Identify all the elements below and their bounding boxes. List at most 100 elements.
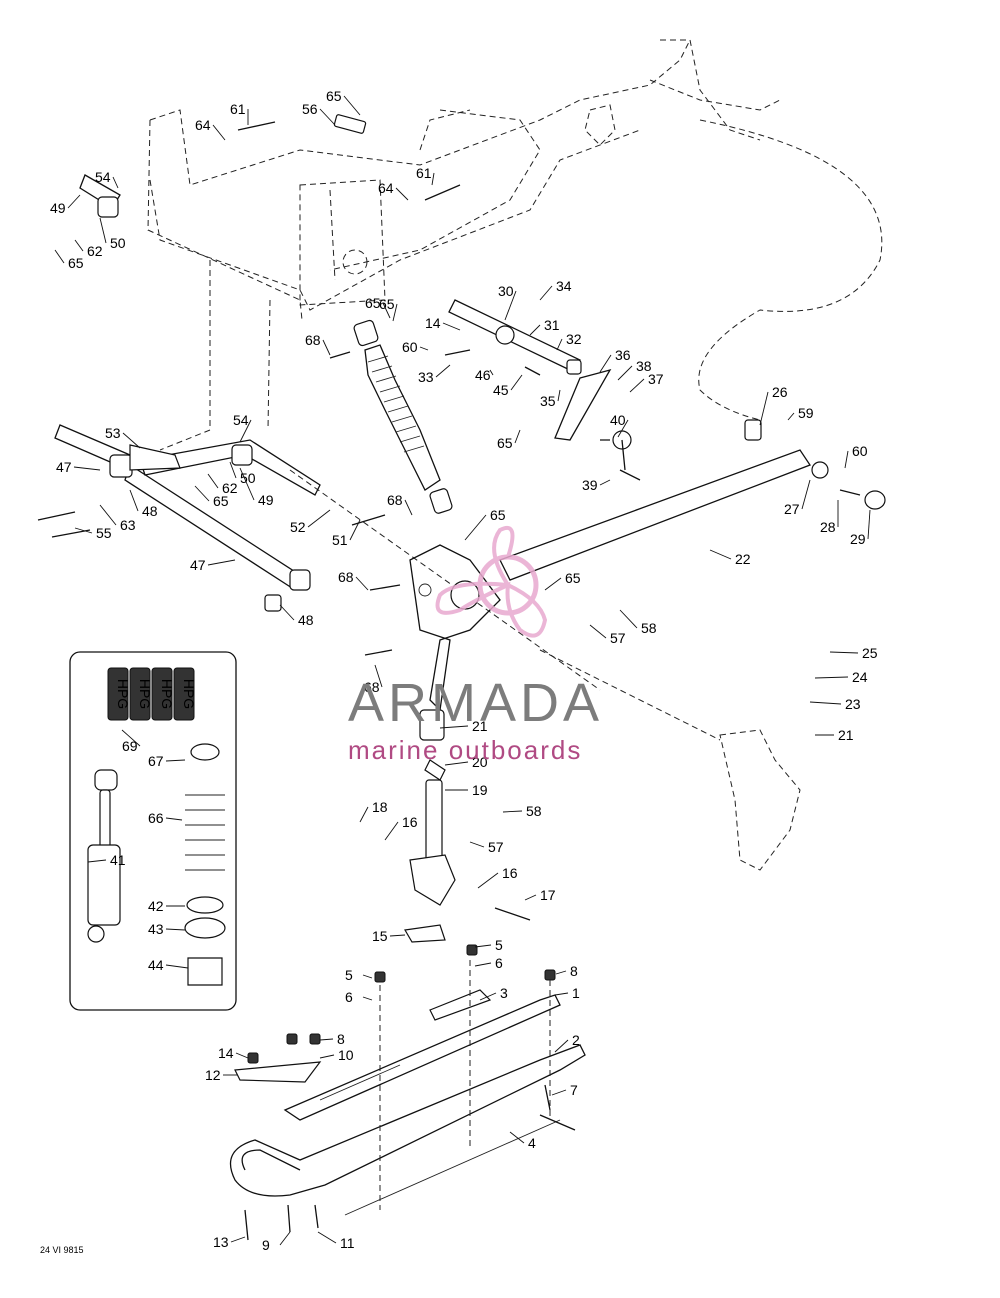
part-number-label: 44 <box>148 957 164 973</box>
decal-text: HPG <box>159 679 175 709</box>
leader-line <box>239 419 252 443</box>
part-number-label: 7 <box>570 1082 578 1098</box>
callout-63: 63 <box>99 504 136 533</box>
callout-23: 23 <box>809 696 861 712</box>
callout-41: 41 <box>87 852 126 868</box>
callout-12: 12 <box>205 1067 238 1083</box>
leader-line <box>229 461 237 479</box>
leader-line <box>112 176 119 189</box>
part-number-label: 2 <box>572 1032 580 1048</box>
part-number-label: 31 <box>544 317 560 333</box>
part-number-label: 49 <box>258 492 274 508</box>
part-number-label: 8 <box>570 963 578 979</box>
part-number-label: 57 <box>488 839 504 855</box>
callout-62: 62 <box>207 473 238 496</box>
callout-64: 64 <box>195 117 226 141</box>
leader-line <box>619 609 638 629</box>
main-shock-absorber <box>353 319 453 514</box>
part-number-label: 14 <box>218 1045 234 1061</box>
leader-line <box>419 346 429 351</box>
part-number-label: 32 <box>566 331 582 347</box>
leader-line <box>307 509 331 528</box>
part-number-label: 30 <box>498 283 514 299</box>
part-number-label: 66 <box>148 810 164 826</box>
leader-line <box>207 559 236 566</box>
leader-line <box>121 729 141 747</box>
leader-line <box>529 324 541 336</box>
leader-line <box>787 412 795 421</box>
part-number-label: 16 <box>502 865 518 881</box>
part-number-label: 50 <box>240 470 256 486</box>
callout-57: 57 <box>469 839 504 855</box>
callout-69: 69 <box>121 729 141 754</box>
part-number-label: 24 <box>852 669 868 685</box>
leader-line <box>539 285 553 301</box>
callout-65: 65 <box>365 295 391 319</box>
callout-5: 5 <box>474 937 503 953</box>
callout-68: 68 <box>387 492 413 516</box>
leader-line <box>74 527 93 534</box>
callout-47: 47 <box>56 459 101 475</box>
leader-line <box>322 339 331 356</box>
callout-16: 16 <box>477 865 518 889</box>
leader-line <box>814 676 849 679</box>
leader-line <box>73 466 101 471</box>
part-number-label: 49 <box>50 200 66 216</box>
pivot-shaft-assembly <box>448 299 641 481</box>
leader-line <box>469 841 485 848</box>
part-number-label: 65 <box>213 493 229 509</box>
leader-line <box>554 1039 569 1053</box>
callout-19: 19 <box>445 782 488 798</box>
decal-text: HPG <box>181 679 197 709</box>
decal-set: HPG HPG HPG HPG <box>107 667 197 721</box>
callout-60: 60 <box>844 443 868 469</box>
part-number-label: 6 <box>345 989 353 1005</box>
leader-line <box>230 1236 246 1243</box>
callout-58: 58 <box>619 609 657 636</box>
leader-line <box>382 302 391 319</box>
callout-5: 5 <box>345 967 373 983</box>
part-number-label: 50 <box>110 235 126 251</box>
spring-kit-inset: HPG HPG HPG HPG <box>69 651 237 1011</box>
callout-30: 30 <box>498 283 517 321</box>
callout-10: 10 <box>319 1047 354 1063</box>
callout-6: 6 <box>345 989 373 1005</box>
part-number-label: 18 <box>372 799 388 815</box>
part-number-label: 16 <box>402 814 418 830</box>
leader-line <box>599 479 611 486</box>
callout-68: 68 <box>364 664 383 695</box>
callout-21: 21 <box>439 718 488 734</box>
leader-line <box>589 624 607 639</box>
callout-62: 62 <box>74 239 103 259</box>
fasteners <box>37 114 861 921</box>
trailing-arms <box>54 174 321 612</box>
leader-line <box>54 249 65 264</box>
callout-47: 47 <box>190 557 236 573</box>
callout-8: 8 <box>555 963 578 979</box>
leader-line <box>404 499 413 516</box>
leader-line <box>474 944 492 948</box>
callout-16: 16 <box>384 814 418 841</box>
decal-text: HPG <box>115 679 131 709</box>
part-number-label: 21 <box>838 727 854 743</box>
part-number-label: 6 <box>495 955 503 971</box>
leader-line <box>392 303 398 322</box>
part-number-label: 65 <box>365 295 381 311</box>
callout-28: 28 <box>820 500 839 535</box>
part-number-label: 55 <box>96 525 112 541</box>
callout-49: 49 <box>239 467 274 508</box>
decal-text: HPG <box>137 679 153 709</box>
leader-line <box>474 962 492 967</box>
callout-8: 8 <box>319 1031 345 1047</box>
leader-line <box>504 290 517 321</box>
leader-line <box>99 217 107 244</box>
callout-49: 49 <box>50 194 81 216</box>
leader-line <box>524 894 537 901</box>
leader-line <box>362 996 373 1001</box>
part-number-label: 38 <box>636 358 652 374</box>
leader-line <box>279 1231 291 1246</box>
part-number-label: 17 <box>540 887 556 903</box>
callout-11: 11 <box>317 1231 355 1251</box>
callout-55: 55 <box>74 525 112 541</box>
